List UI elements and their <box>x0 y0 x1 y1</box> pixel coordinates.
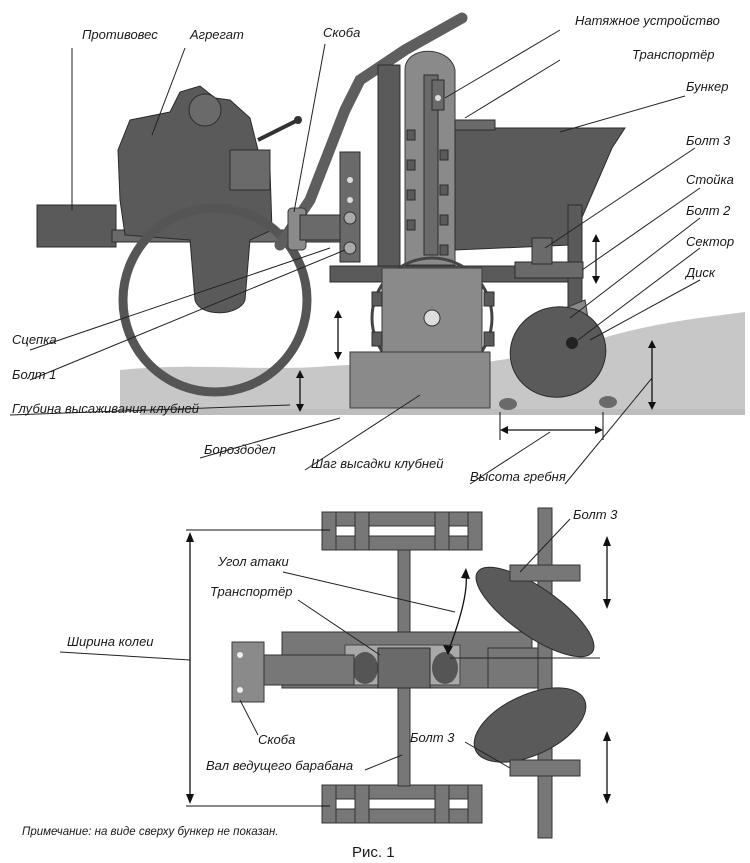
adjust-arrow-right <box>592 234 600 284</box>
planting-depth-dimension <box>296 370 304 412</box>
top-conveyor <box>377 647 431 689</box>
top-bolt3-clamp-upper <box>509 564 581 582</box>
tuber-2 <box>599 396 617 408</box>
label-disc: Диск <box>684 265 716 280</box>
note-text: Примечание: на виде сверху бункер не пок… <box>22 826 279 838</box>
adjust-arrow-left <box>334 310 342 360</box>
disc-blade <box>509 306 607 398</box>
top-bracket <box>231 641 265 703</box>
label-hitch: Сцепка <box>12 332 57 347</box>
top-view: Болт 3 Угол атаки Транспортёр Ширина кол… <box>59 507 618 839</box>
top-wheel-upper <box>321 511 483 551</box>
label-bolt3: Болт 3 <box>686 133 731 148</box>
label-hopper: Бункер <box>686 79 728 94</box>
label-ridge-height: Высота гребня <box>470 469 566 484</box>
label-sector: Сектор <box>686 234 734 249</box>
ridge-height-dimension <box>648 340 656 410</box>
bolt3-head <box>531 237 553 265</box>
top-adjust-arrow-lower <box>603 731 611 804</box>
tuber-1 <box>499 398 517 410</box>
top-hitch <box>263 654 355 686</box>
label-counterweight: Противовес <box>82 27 158 42</box>
planting-step-dimension <box>499 412 604 440</box>
bracket-plate <box>299 214 341 241</box>
label-attack-angle: Угол атаки <box>217 554 289 569</box>
top-bolt3-clamp-lower <box>509 759 581 777</box>
label-planting-depth: Глубина высаживания клубней <box>12 401 199 416</box>
label-bracket: Скоба <box>323 25 360 40</box>
top-disc-lower <box>473 687 587 763</box>
conveyor-tower <box>404 50 456 266</box>
side-leader-lines <box>9 29 701 485</box>
label-top-bracket: Скоба <box>258 732 295 747</box>
soil-ground <box>120 312 745 412</box>
top-disc-upper <box>475 566 595 658</box>
label-track-width: Ширина колеи <box>67 634 154 649</box>
hopper-lip <box>454 119 496 131</box>
label-planting-step: Шаг высадки клубней <box>311 456 444 471</box>
hitch-post <box>339 151 361 263</box>
label-conveyor: Транспортёр <box>632 47 715 62</box>
figure-caption: Рис. 1 <box>352 844 395 861</box>
disc-beam <box>537 507 553 839</box>
label-top-conveyor: Транспортёр <box>210 584 293 599</box>
label-bolt2: Болт 2 <box>686 203 731 218</box>
label-tensioner: Натяжное устройство <box>575 13 720 28</box>
furrow-opener-body <box>349 351 491 409</box>
label-stand: Стойка <box>686 172 734 187</box>
label-drive-drum-shaft: Вал ведущего барабана <box>206 758 353 773</box>
top-wheel-lower <box>321 784 483 824</box>
counterweight-block <box>36 204 117 248</box>
engine-unit <box>117 85 302 314</box>
label-bolt1: Болт 1 <box>12 367 56 382</box>
drive-wheel <box>118 203 312 397</box>
side-view: Противовес Агрегат Скоба Натяжное устрой… <box>9 12 745 485</box>
handlebar <box>274 12 468 251</box>
track-width-dimension <box>186 529 330 807</box>
disc-beam-connector <box>487 647 539 689</box>
top-adjust-arrow-upper <box>603 536 611 609</box>
top-leader-lines <box>59 518 571 771</box>
label-top-bolt3-upper: Болт 3 <box>573 507 618 522</box>
hopper-body <box>454 127 626 251</box>
frame-column <box>377 64 401 271</box>
drive-drum <box>370 256 495 381</box>
label-top-bolt3-lower: Болт 3 <box>410 730 455 745</box>
label-furrow-opener: Бороздодел <box>204 442 276 457</box>
label-engine: Агрегат <box>189 27 244 42</box>
